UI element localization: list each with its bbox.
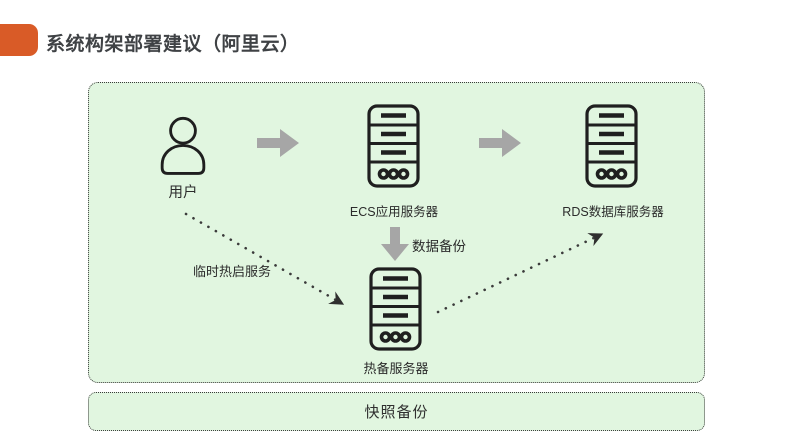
flow-arrow-down-ecs-to-hot-icon bbox=[381, 227, 409, 261]
snapshot-backup-panel: 快照备份 bbox=[88, 392, 705, 431]
user-icon bbox=[160, 116, 206, 175]
flow-arrow-right-ecs-to-rds-icon bbox=[479, 129, 521, 157]
hot-backup-server-label: 热备服务器 bbox=[363, 361, 429, 376]
ecs-server-label: ECS应用服务器 bbox=[349, 205, 439, 219]
ecs-server-icon bbox=[367, 104, 420, 188]
title-accent-block bbox=[0, 24, 38, 56]
hot-backup-server-icon bbox=[369, 267, 422, 351]
flow-arrow-right-user-to-ecs-icon bbox=[257, 129, 299, 157]
rds-server-label: RDS数据库服务器 bbox=[562, 205, 664, 219]
snapshot-backup-label: 快照备份 bbox=[364, 404, 429, 421]
data-backup-edge-label: 数据备份 bbox=[412, 239, 466, 254]
user-label: 用户 bbox=[168, 185, 198, 201]
page-title: 系统构架部署建议（阿里云） bbox=[46, 34, 300, 55]
rds-server-icon bbox=[585, 104, 638, 188]
hot-start-edge-label: 临时热启服务 bbox=[193, 264, 272, 279]
